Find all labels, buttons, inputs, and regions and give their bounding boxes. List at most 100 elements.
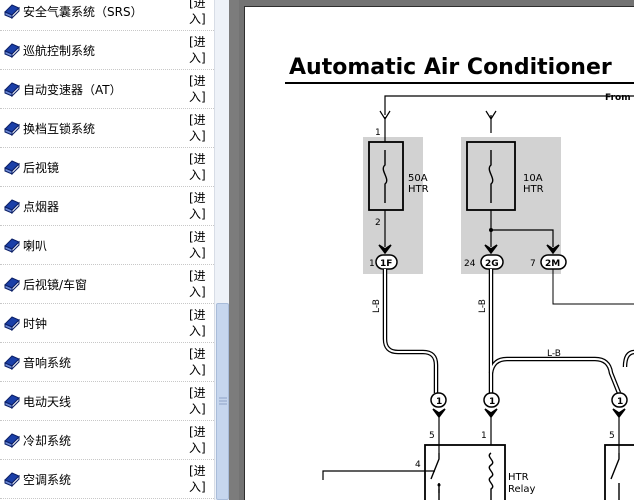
htr-relay-box [424,444,506,500]
enter-link[interactable]: [进入] [189,230,206,260]
list-item[interactable]: 时钟 [进入] [0,304,214,343]
list-item-label[interactable]: 巡航控制系统 [23,44,96,58]
nav-list-panel: 安全气囊系统（SRS）[进入]巡航控制系统[进入]自动变速器（AT）[进入]换档… [0,0,214,500]
book-icon [3,198,21,215]
book-icon [3,432,21,449]
enter-link[interactable]: [进入] [189,269,206,299]
list-item[interactable]: 自动变速器（AT） [进入] [0,70,214,109]
book-icon [3,393,21,410]
svg-text:1: 1 [436,397,442,407]
enter-link[interactable]: [进入] [189,308,206,338]
wire-harness [382,269,634,394]
book-icon [3,276,21,293]
feed-wire [384,95,634,115]
svg-text:1: 1 [481,431,487,441]
list-item[interactable]: 空调系统 [进入] [0,460,214,499]
svg-text:2M: 2M [545,259,560,269]
svg-text:1: 1 [617,397,623,407]
list-item[interactable]: 冷却系统 [进入] [0,421,214,460]
book-icon [3,81,21,98]
enter-link[interactable]: [进入] [189,347,206,377]
book-icon [3,237,21,254]
relay-coil [488,452,494,500]
svg-text:5: 5 [609,431,615,441]
book-icon [3,42,21,59]
enter-link[interactable]: [进入] [189,191,206,221]
svg-text:L-B: L-B [547,349,561,359]
list-item-label[interactable]: 自动变速器（AT） [23,83,122,97]
from-label: From F [605,93,634,103]
document-page: Automatic Air Conditioner From F 1 50A H… [244,6,634,500]
vertical-scrollbar[interactable] [214,0,229,500]
second-relay-box [604,444,634,500]
list-item[interactable]: 点烟器 [进入] [0,187,214,226]
svg-text:2: 2 [375,218,381,228]
enter-link[interactable]: [进入] [189,386,206,416]
svg-text:10A: 10A [523,173,543,184]
enter-link[interactable]: [进入] [189,35,206,65]
scroll-thumb[interactable] [216,303,229,500]
svg-text:1: 1 [369,259,375,269]
list-item[interactable]: 巡航控制系统 [进入] [0,31,214,70]
svg-text:2G: 2G [485,259,499,269]
fuse-right-symbol [488,150,494,203]
enter-link[interactable]: [进入] [189,464,206,494]
junction-connector-3 [611,392,628,408]
list-item-label[interactable]: 冷却系统 [23,434,72,448]
connector-arrow-2G [484,244,498,255]
pane-splitter[interactable] [229,0,239,500]
list-item-label[interactable]: 后视镜/车窗 [23,278,88,292]
fuse-block-left-shade [363,137,423,274]
enter-link[interactable]: [进入] [189,425,206,455]
connector-arrow-2M [546,244,560,255]
svg-text:1F: 1F [380,259,392,269]
list-item[interactable]: 电动天线 [进入] [0,382,214,421]
list-item-label[interactable]: 安全气囊系统（SRS） [23,5,143,19]
svg-text:24: 24 [464,259,476,269]
list-item[interactable]: 安全气囊系统（SRS） [进入] [0,0,214,31]
list-item-label[interactable]: 喇叭 [23,239,48,253]
book-icon [3,315,21,332]
list-item[interactable]: 换档互锁系统 [进入] [0,109,214,148]
relay-switch [430,453,440,500]
book-icon [3,120,21,137]
list-item-label[interactable]: 点烟器 [23,200,60,214]
svg-text:HTR: HTR [408,184,429,195]
list-item[interactable]: 喇叭 [进入] [0,226,214,265]
connector-arrow-1F [378,244,392,255]
book-icon [3,471,21,488]
list-item-label[interactable]: 电动天线 [23,395,72,409]
svg-text:1: 1 [489,397,495,407]
list-item-label[interactable]: 音响系统 [23,356,72,370]
svg-text:Relay: Relay [508,484,536,495]
list-item-label[interactable]: 空调系统 [23,473,72,487]
svg-text:HTR: HTR [508,472,529,483]
svg-text:50A: 50A [408,173,428,184]
enter-link[interactable]: [进入] [189,0,206,26]
book-icon [3,3,21,20]
junction-connector-2 [483,392,500,408]
list-item[interactable]: 后视镜 [进入] [0,148,214,187]
svg-text:4: 4 [415,460,421,470]
book-icon [3,159,21,176]
fuse-block-right-shade [461,137,561,274]
document-viewer[interactable]: Automatic Air Conditioner From F 1 50A H… [239,0,634,500]
enter-link[interactable]: [进入] [189,74,206,104]
svg-text:L-B: L-B [478,299,488,313]
enter-link[interactable]: [进入] [189,152,206,182]
grip-icon [219,397,227,405]
svg-text:HTR: HTR [523,184,544,195]
svg-text:1: 1 [375,128,381,138]
list-item-label[interactable]: 后视镜 [23,161,60,175]
list-item[interactable]: 后视镜/车窗 [进入] [0,265,214,304]
book-icon [3,354,21,371]
junction-connector-1 [430,392,447,408]
svg-text:7: 7 [530,259,536,269]
list-item[interactable]: 音响系统 [进入] [0,343,214,382]
diagram-title: Automatic Air Conditioner [289,55,612,80]
list-item-label[interactable]: 换档互锁系统 [23,122,96,136]
enter-link[interactable]: [进入] [189,113,206,143]
list-item-label[interactable]: 时钟 [23,317,48,331]
feed-arrow-right [485,110,497,121]
svg-text:5: 5 [429,431,435,441]
